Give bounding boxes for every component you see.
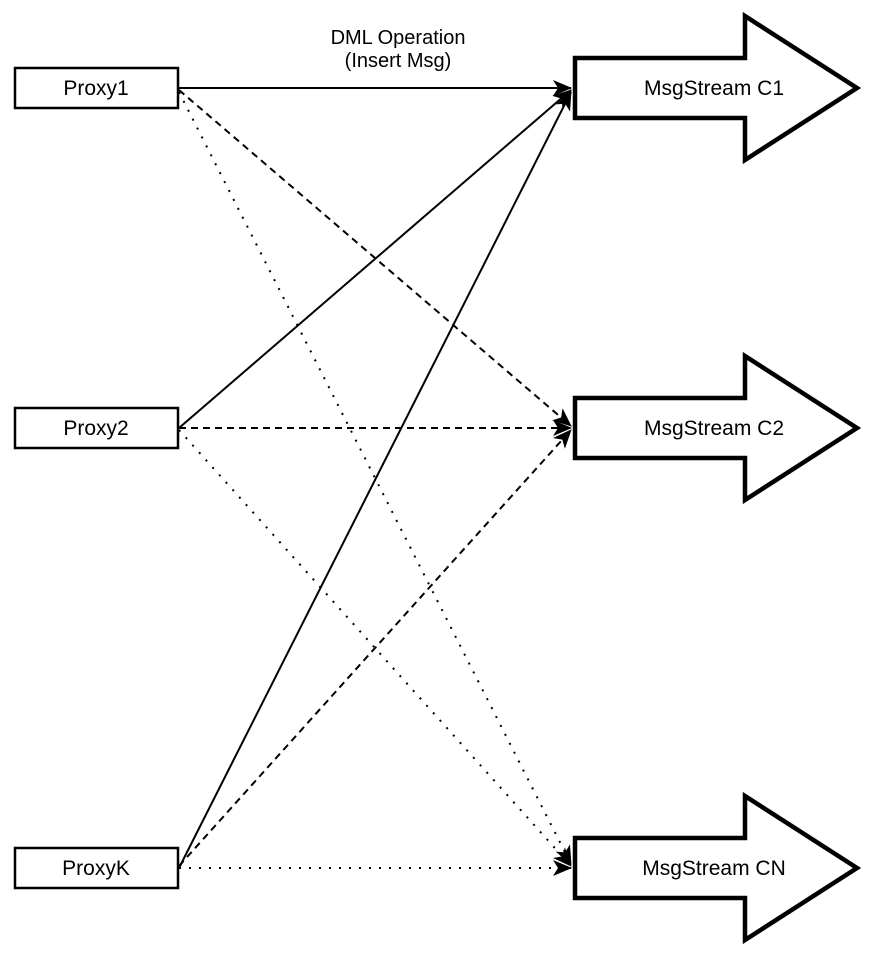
proxy2-box <box>13 406 180 450</box>
msgstream-cn-node: MsgStream CN <box>572 791 862 945</box>
msgstream-c1-arrow <box>572 11 862 165</box>
proxy1-box <box>13 66 180 110</box>
connector-proxy1-cn-dotted <box>178 91 572 865</box>
msgstream-c2-label: MsgStream C2 <box>644 417 784 440</box>
proxyk-box <box>13 846 180 890</box>
proxy1-label: Proxy1 <box>63 77 128 100</box>
annotation-line1: DML Operation <box>331 27 466 49</box>
msgstream-c1-node: MsgStream C1 <box>572 11 862 165</box>
msgstream-cn-label: MsgStream CN <box>642 857 786 880</box>
connector-proxy1-c2-dashed <box>178 89 572 427</box>
connector-proxyk-c1-solid <box>178 91 572 869</box>
proxy2-node: Proxy2 <box>13 406 180 450</box>
msgstream-cn-arrow <box>572 791 862 945</box>
msgstream-c2-node: MsgStream C2 <box>572 351 862 505</box>
proxyk-node: ProxyK <box>13 846 180 890</box>
proxyk-label: ProxyK <box>62 857 130 880</box>
msgstream-c1-label: MsgStream C1 <box>644 77 784 100</box>
msgstream-c2-arrow <box>572 351 862 505</box>
proxy2-label: Proxy2 <box>63 417 128 440</box>
annotation-line2: (Insert Msg) <box>345 50 452 72</box>
connector-proxyk-c2-dashed <box>178 429 572 867</box>
proxy1-node: Proxy1 <box>13 66 180 110</box>
